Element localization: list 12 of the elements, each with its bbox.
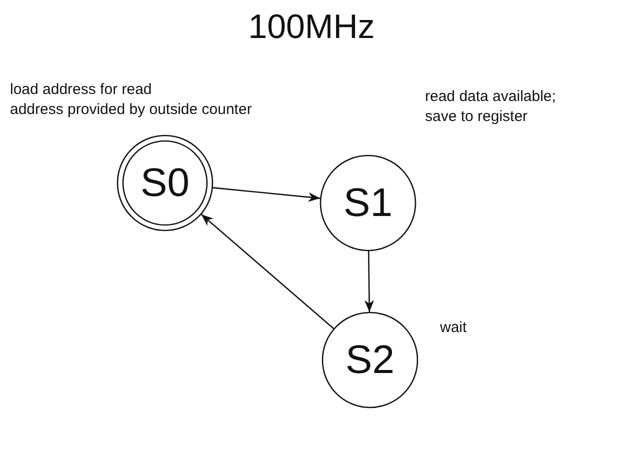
state-label: S1 — [344, 180, 392, 226]
state-note: load address for read — [10, 80, 153, 100]
state-note: wait — [440, 318, 467, 338]
state-note: read data available; — [425, 87, 556, 107]
transition-arrow — [200, 214, 334, 330]
transition-arrow — [212, 187, 320, 202]
state-label: S2 — [346, 338, 394, 382]
state-note: address provided by outside counter — [10, 100, 252, 120]
state-label: S0 — [140, 160, 190, 206]
transition-arrow — [364, 250, 374, 312]
title: 100MHz — [247, 8, 376, 47]
state-note: save to register — [425, 107, 529, 127]
